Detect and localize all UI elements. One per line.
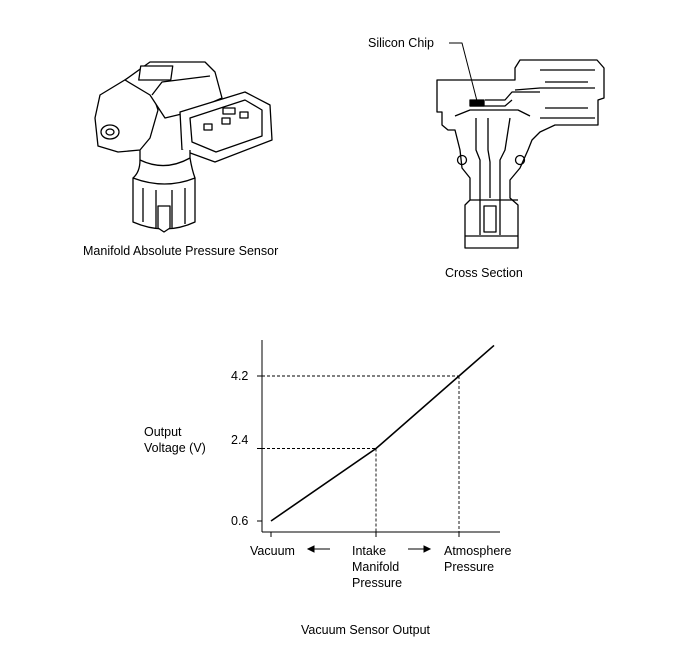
x-tick-label: Atmosphere Pressure [444, 544, 512, 574]
y-tick-label: 4.2 [231, 369, 249, 383]
sensor-caption: Manifold Absolute Pressure Sensor [83, 244, 279, 258]
cross-section-caption: Cross Section [445, 266, 523, 280]
x-tick-label: Intake Manifold Pressure [352, 544, 403, 590]
cross-section-housing [436, 59, 605, 249]
silicon-chip-label: Silicon Chip [368, 36, 435, 50]
y-tick-label: 0.6 [231, 514, 249, 528]
y-tick-label: 2.4 [231, 433, 249, 447]
arrow-left-icon [306, 545, 330, 553]
figure-caption: Vacuum Sensor Output [301, 623, 431, 637]
y-axis-label: Output Voltage (V) [144, 425, 206, 455]
x-tick-label: Vacuum [250, 544, 295, 558]
silicon-chip-leader [449, 42, 478, 102]
series-line [270, 344, 495, 522]
arrow-right-icon [408, 545, 432, 553]
